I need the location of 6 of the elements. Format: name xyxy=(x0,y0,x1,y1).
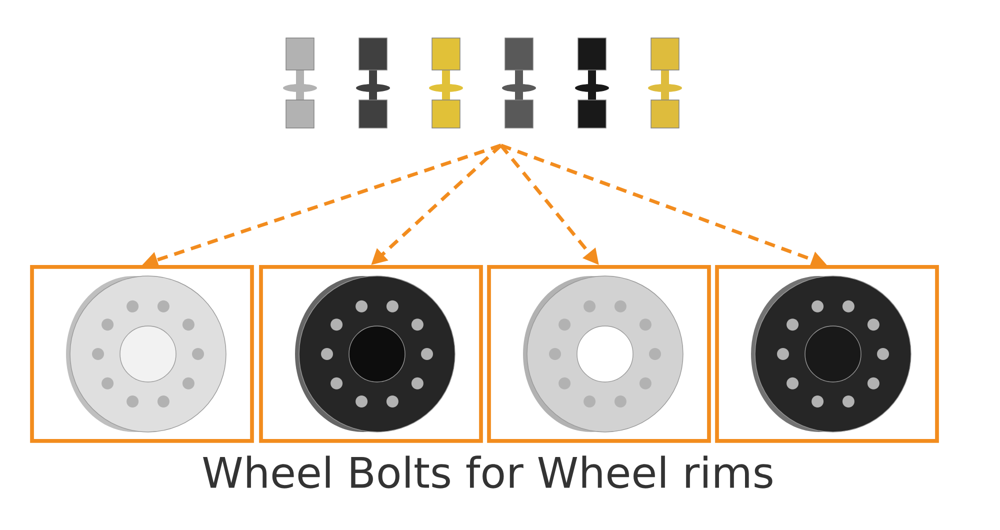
rim-picture-frame xyxy=(30,265,254,443)
rim-picture-frame xyxy=(715,265,939,443)
rim-picture-frame xyxy=(259,265,483,443)
bolts-drawing xyxy=(283,38,682,128)
rim-picture-frame xyxy=(487,265,711,443)
title: Wheel Bolts for Wheel rims xyxy=(203,456,772,488)
